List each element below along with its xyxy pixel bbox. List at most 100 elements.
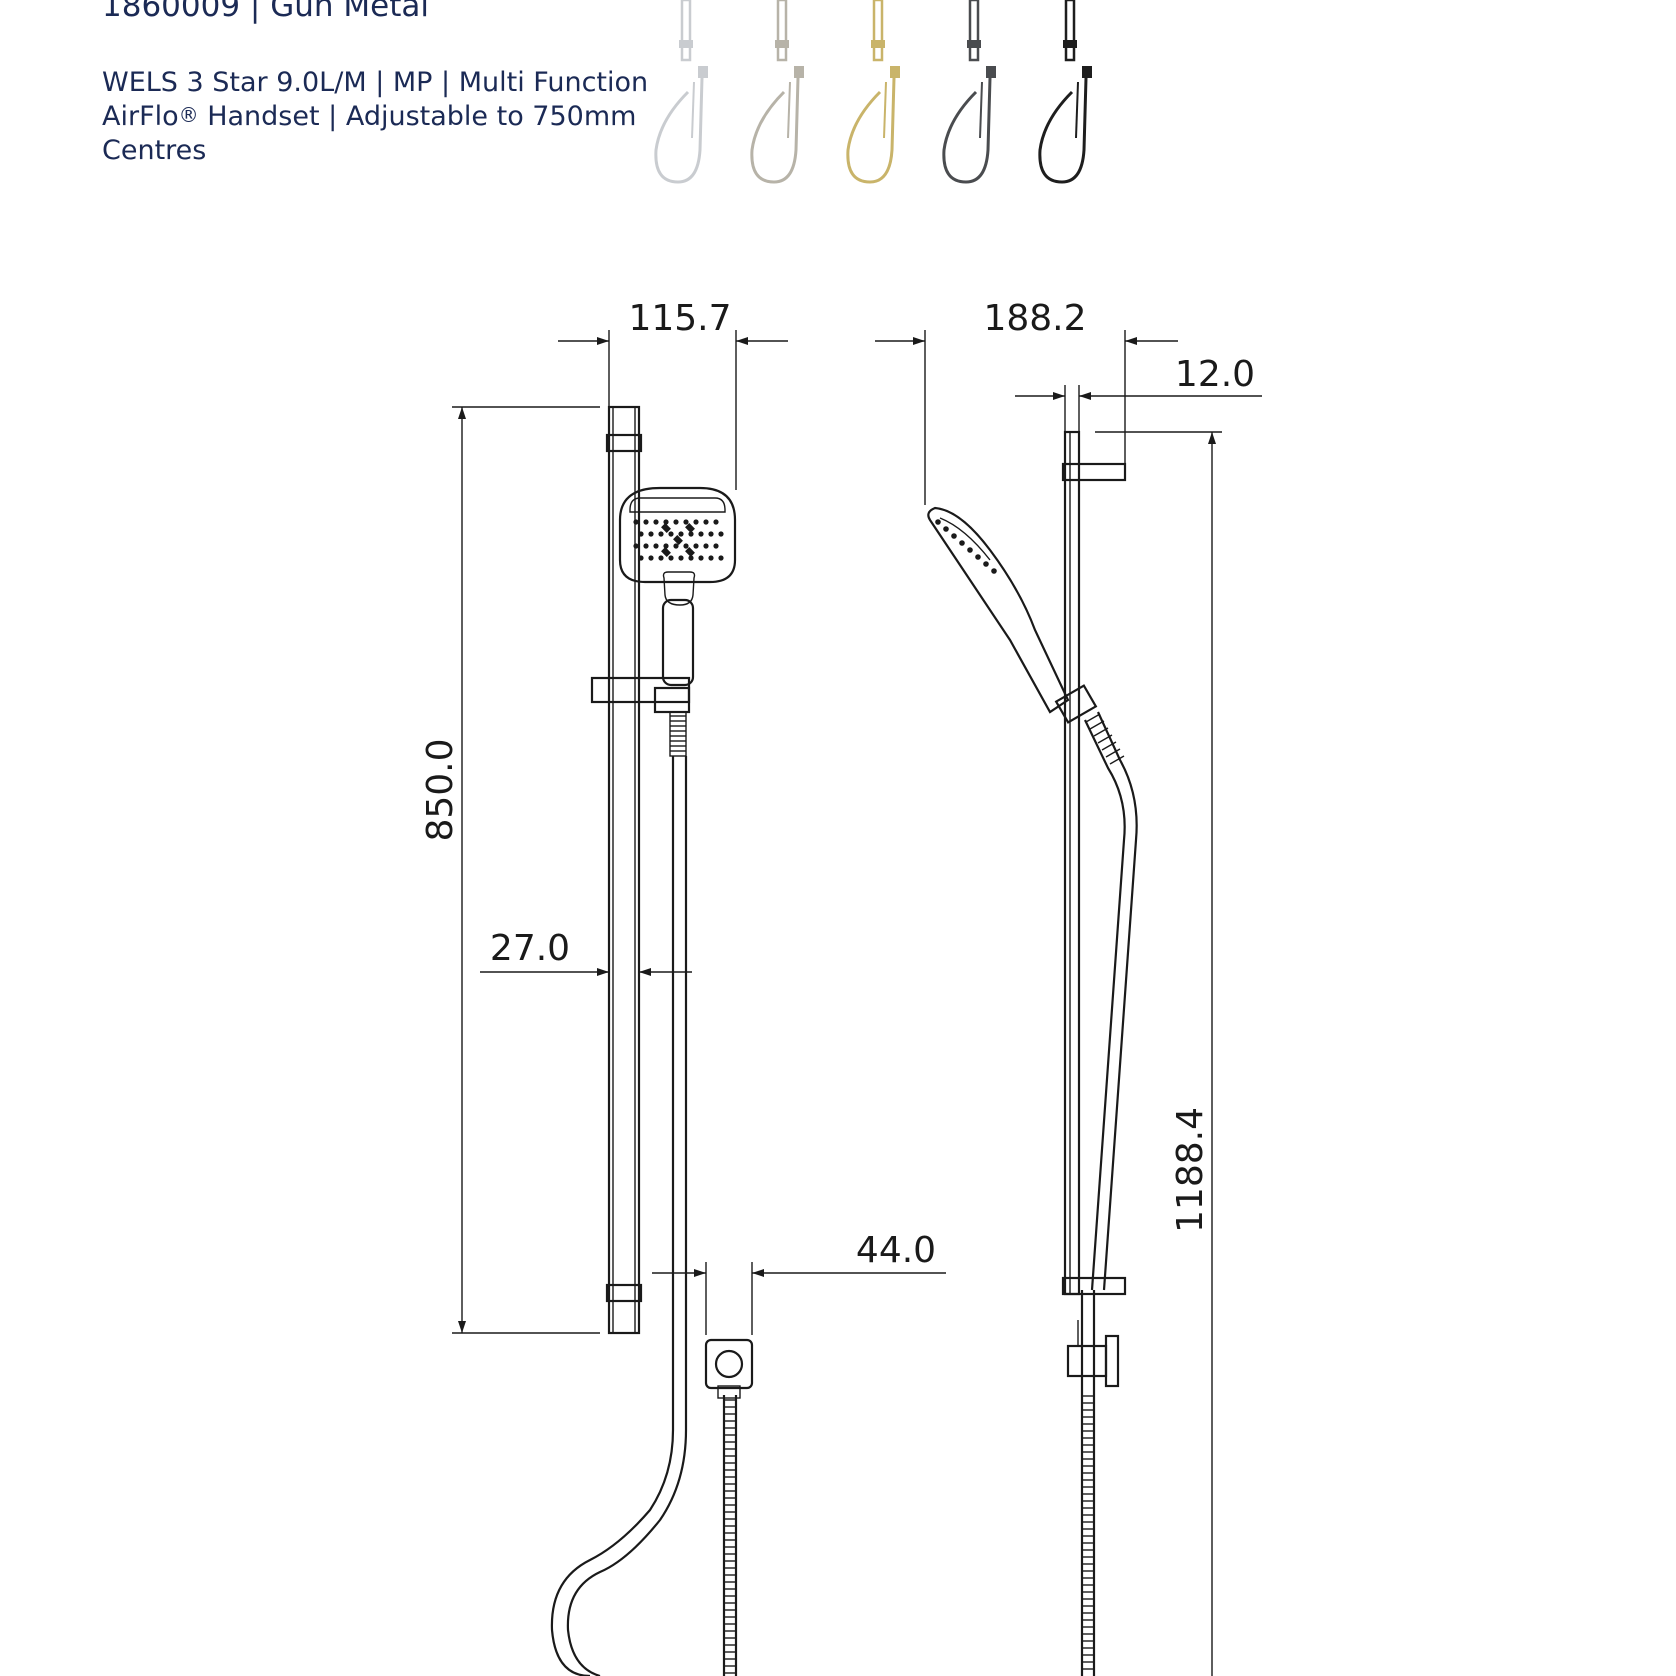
nozzle-center — [685, 547, 695, 557]
nozzle — [718, 555, 724, 561]
nozzle-center — [685, 523, 695, 533]
side-hose-rib — [1097, 734, 1113, 744]
finish-swatch-brushed-nickel — [750, 0, 804, 184]
dim-label-188-2: 188.2 — [983, 298, 1086, 339]
dim-rail-width: 27.0 — [480, 928, 692, 976]
side-wall-elbow — [1066, 1320, 1120, 1388]
dim-overall-height: 1188.4 — [1095, 431, 1222, 1676]
nozzle — [653, 543, 659, 549]
side-nozzle — [935, 519, 941, 525]
finish-swatch-matte-black — [1038, 0, 1092, 184]
spec-airflo: AirFlo — [102, 101, 179, 132]
nozzle — [673, 519, 679, 525]
front-view — [550, 405, 754, 1676]
side-view — [927, 430, 1138, 1676]
spec-handset-rest: Handset | Adjustable to 750mm — [198, 101, 637, 132]
product-code: 1860009 | Gun Metal — [102, 0, 429, 24]
side-nozzle — [991, 568, 997, 574]
side-handset — [927, 506, 1098, 724]
nozzle — [683, 519, 689, 525]
nozzle — [643, 519, 649, 525]
nozzle — [703, 519, 709, 525]
dim-label-850-0: 850.0 — [420, 738, 461, 841]
nozzle — [673, 543, 679, 549]
side-nozzle — [967, 547, 973, 553]
nozzle — [693, 519, 699, 525]
spec-line-centres: Centres — [102, 135, 207, 166]
front-hose — [550, 711, 738, 1676]
side-hose-rib — [1105, 748, 1121, 758]
side-nozzle — [959, 540, 965, 546]
nozzle-center — [661, 547, 671, 557]
nozzle — [713, 543, 719, 549]
nozzle — [678, 555, 684, 561]
nozzle-center — [661, 523, 671, 533]
side-hose — [1080, 711, 1138, 1676]
nozzle — [698, 531, 704, 537]
finish-swatch-brushed-gold — [846, 0, 900, 184]
dim-handset-width: 115.7 — [558, 298, 788, 490]
side-hose-rib — [1089, 720, 1105, 730]
nozzle — [663, 519, 669, 525]
nozzle — [633, 543, 639, 549]
dim-rail-length: 850.0 — [420, 406, 600, 1334]
nozzle — [708, 531, 714, 537]
nozzle — [683, 543, 689, 549]
nozzle — [698, 555, 704, 561]
nozzle — [638, 555, 644, 561]
finish-swatch-chrome — [654, 0, 708, 184]
dim-label-1188-4: 1188.4 — [1170, 1107, 1211, 1233]
side-hose-rib — [1101, 741, 1117, 751]
dim-label-12-0: 12.0 — [1175, 354, 1255, 395]
nozzle — [693, 543, 699, 549]
side-nozzle — [943, 526, 949, 532]
side-spray-nozzles — [935, 519, 997, 574]
nozzle — [658, 555, 664, 561]
nozzle-center — [673, 535, 683, 545]
side-nozzle — [983, 561, 989, 567]
side-hose-rib — [1093, 727, 1109, 737]
nozzle — [678, 531, 684, 537]
nozzle — [643, 543, 649, 549]
nozzle — [708, 555, 714, 561]
nozzle — [668, 555, 674, 561]
nozzle — [718, 531, 724, 537]
nozzle — [688, 531, 694, 537]
side-hose-rib — [1109, 755, 1125, 765]
nozzle — [648, 555, 654, 561]
nozzle — [668, 531, 674, 537]
nozzle — [713, 519, 719, 525]
dim-label-27-0: 27.0 — [490, 928, 570, 969]
front-wall-elbow — [704, 1338, 754, 1399]
hose-ribs — [670, 715, 736, 1674]
dim-label-115-7: 115.7 — [628, 298, 731, 339]
spec-line-wels: WELS 3 Star 9.0L/M | MP | Multi Function — [102, 67, 649, 98]
side-hose-rib — [1085, 713, 1101, 723]
nozzle — [638, 531, 644, 537]
front-handset — [618, 486, 737, 687]
spec-line-handset: AirFlo® Handset | Adjustable to 750mm — [102, 100, 662, 134]
spray-nozzles — [633, 519, 724, 561]
nozzle — [703, 543, 709, 549]
side-nozzle — [975, 554, 981, 560]
side-hose-ribs — [1082, 713, 1125, 1670]
front-slider-bracket — [590, 676, 691, 714]
nozzle — [688, 555, 694, 561]
dim-side-depth: 188.2 — [875, 298, 1178, 505]
dim-elbow-width: 44.0 — [652, 1230, 946, 1335]
front-rail — [605, 405, 643, 1335]
registered-mark: ® — [178, 103, 199, 127]
finish-swatches — [654, 0, 1092, 184]
dim-label-44-0: 44.0 — [856, 1230, 936, 1271]
finish-swatch-gun-metal — [942, 0, 996, 184]
side-nozzle — [951, 533, 957, 539]
side-rail — [1061, 430, 1127, 1296]
nozzle — [663, 543, 669, 549]
nozzle — [633, 519, 639, 525]
spec-list: WELS 3 Star 9.0L/M | MP | Multi Function… — [102, 66, 662, 168]
product-header: 1860009 | Gun Metal WELS 3 Star 9.0L/M |… — [102, 0, 662, 168]
nozzle — [658, 531, 664, 537]
nozzle — [653, 519, 659, 525]
nozzle — [648, 531, 654, 537]
